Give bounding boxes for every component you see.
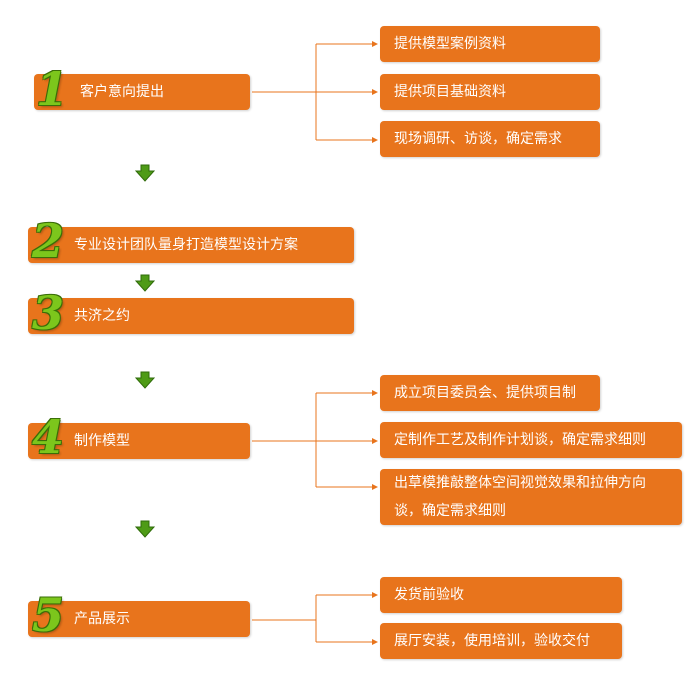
arrowhead [372, 390, 378, 396]
arrowhead [372, 639, 378, 645]
detail-box: 提供模型案例资料 [380, 26, 600, 62]
detail-text: 提供模型案例资料 [394, 36, 506, 52]
detail-text: 提供项目基础资料 [394, 84, 506, 100]
down-arrow-icon [135, 274, 155, 292]
step-number: 4 [32, 410, 65, 464]
step-label: 客户意向提出 [80, 84, 164, 100]
down-arrow-icon [135, 371, 155, 389]
step-number: 5 [32, 588, 65, 642]
detail-box: 现场调研、访谈，确定需求 [380, 121, 600, 157]
detail-text: 现场调研、访谈，确定需求 [394, 131, 562, 147]
detail-box: 提供项目基础资料 [380, 74, 600, 110]
step-label: 专业设计团队量身打造模型设计方案 [74, 237, 298, 253]
step-number: 3 [32, 286, 65, 340]
step-label: 产品展示 [74, 611, 130, 627]
step-label: 共济之约 [74, 308, 130, 324]
arrowhead [372, 89, 378, 95]
detail-box: 定制作工艺及制作计划谈，确定需求细则 [380, 422, 682, 458]
arrowhead [372, 484, 378, 490]
detail-box: 成立项目委员会、提供项目制 [380, 375, 600, 411]
step-box-5: 产品展示 [28, 601, 250, 637]
detail-text: 展厅安装，使用培训，验收交付 [394, 633, 590, 649]
arrowhead [372, 592, 378, 598]
step-box-4: 制作模型 [28, 423, 250, 459]
detail-box: 展厅安装，使用培训，验收交付 [380, 623, 622, 659]
detail-text: 成立项目委员会、提供项目制 [394, 385, 576, 401]
down-arrow-icon [135, 520, 155, 538]
step-box-1: 客户意向提出 [34, 74, 250, 110]
detail-text: 发货前验收 [394, 587, 464, 603]
detail-box: 发货前验收 [380, 577, 622, 613]
detail-text: 出草模推敲整体空间视觉效果和拉伸方向谈，确定需求细则 [394, 475, 646, 519]
step-box-3: 共济之约 [28, 298, 354, 334]
step-number: 2 [32, 214, 65, 268]
arrowhead [372, 137, 378, 143]
connector-step1 [252, 43, 372, 141]
step-box-2: 专业设计团队量身打造模型设计方案 [28, 227, 354, 263]
connector-step5 [252, 594, 372, 643]
step-label: 制作模型 [74, 433, 130, 449]
detail-text: 定制作工艺及制作计划谈，确定需求细则 [394, 432, 646, 448]
arrowhead [372, 438, 378, 444]
detail-box: 出草模推敲整体空间视觉效果和拉伸方向谈，确定需求细则 [380, 469, 682, 525]
step-number: 1 [36, 62, 69, 116]
arrowhead [372, 41, 378, 47]
down-arrow-icon [135, 164, 155, 182]
connector-step4 [252, 392, 372, 488]
